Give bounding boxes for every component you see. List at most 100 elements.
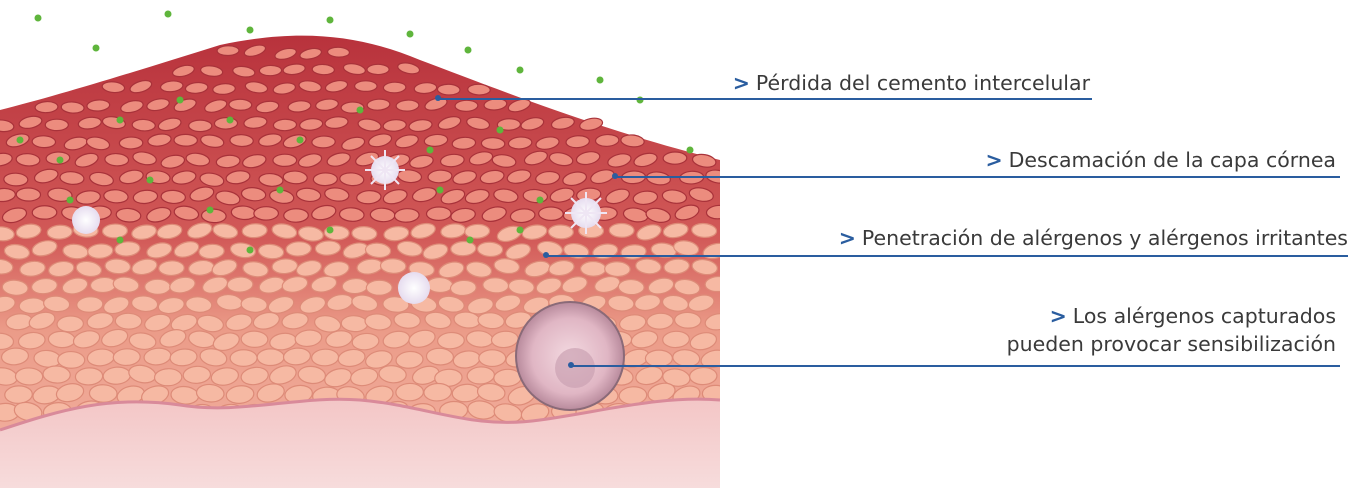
skin-cell bbox=[352, 226, 377, 241]
skin-cell bbox=[145, 279, 171, 294]
skin-cell bbox=[32, 206, 57, 220]
allergen-particle bbox=[407, 31, 414, 38]
skin-cell bbox=[380, 258, 406, 274]
dendritic-cell bbox=[565, 192, 607, 234]
allergen-particle bbox=[467, 237, 474, 244]
skin-cell bbox=[548, 225, 573, 240]
skin-cell bbox=[284, 209, 309, 223]
leader-line-desquamation bbox=[617, 176, 1340, 178]
skin-cell bbox=[159, 260, 185, 275]
skin-cell bbox=[58, 351, 85, 368]
callout-penetration-label: Penetración de alérgenos y alérgenos irr… bbox=[862, 226, 1348, 250]
skin-cell bbox=[311, 349, 339, 367]
skin-cell bbox=[481, 137, 505, 150]
skin-cell bbox=[257, 349, 284, 366]
skin-cell bbox=[312, 64, 335, 75]
allergen-particle bbox=[57, 157, 64, 164]
skin-cell bbox=[455, 100, 478, 112]
allergen-particle bbox=[597, 77, 604, 84]
skin-cell bbox=[217, 46, 239, 56]
skin-cell bbox=[16, 188, 40, 201]
allergen-particle bbox=[537, 197, 544, 204]
leader-dot-penetration bbox=[543, 252, 549, 258]
magnifier-circle bbox=[516, 302, 624, 410]
skin-cell bbox=[57, 315, 84, 332]
skin-cell bbox=[355, 81, 377, 92]
dendritic-cell bbox=[365, 150, 405, 190]
immune-cell bbox=[398, 272, 430, 304]
skin-cell bbox=[539, 207, 564, 221]
allergen-particle bbox=[277, 187, 284, 194]
callout-sensitization-label-1: Los alérgenos capturados bbox=[1073, 304, 1336, 328]
skin-cell bbox=[229, 99, 252, 111]
skin-cell bbox=[119, 137, 143, 149]
allergen-particle bbox=[177, 97, 184, 104]
skin-cell bbox=[273, 154, 297, 166]
bullet-marker: > bbox=[985, 148, 1002, 172]
allergen-particle bbox=[117, 117, 124, 124]
immune-cell bbox=[72, 206, 100, 234]
skin-cell bbox=[437, 84, 460, 95]
leader-dot-sensitization bbox=[568, 362, 574, 368]
skin-cell bbox=[273, 119, 297, 131]
allergen-particle bbox=[437, 187, 444, 194]
allergen-particle bbox=[117, 237, 124, 244]
skin-cell bbox=[609, 223, 634, 237]
bullet-marker: > bbox=[733, 71, 750, 95]
skin-cell bbox=[154, 368, 182, 386]
callout-sensitization-text: >Los alérgenos capturados pueden provoca… bbox=[880, 302, 1336, 358]
allergen-particle bbox=[427, 147, 434, 154]
skin-cell bbox=[604, 261, 630, 276]
skin-cell bbox=[468, 84, 491, 96]
skin-cell bbox=[327, 47, 349, 58]
allergen-particle bbox=[17, 137, 24, 144]
skin-cell bbox=[396, 383, 424, 401]
skin-cell bbox=[426, 207, 451, 221]
allergen-particle bbox=[465, 47, 472, 54]
skin-cell bbox=[367, 64, 389, 74]
skin-cell bbox=[45, 119, 68, 131]
allergen-particle bbox=[247, 247, 254, 254]
skin-cell bbox=[241, 331, 268, 348]
skin-cell bbox=[342, 278, 368, 294]
allergen-particle bbox=[327, 227, 334, 234]
skin-cell bbox=[689, 367, 717, 385]
leader-line-cement bbox=[440, 98, 1092, 100]
bullet-marker: > bbox=[839, 226, 856, 250]
callout-sensitization-line-1: >Los alérgenos capturados bbox=[880, 302, 1336, 330]
allergen-particle bbox=[93, 45, 100, 52]
allergen-particle bbox=[297, 137, 304, 144]
allergen-particle bbox=[517, 67, 524, 74]
skin-cell bbox=[113, 348, 141, 366]
skin-cell bbox=[89, 384, 117, 402]
allergen-particle bbox=[497, 127, 504, 134]
leader-line-penetration bbox=[548, 255, 1348, 257]
allergen-particle bbox=[207, 207, 214, 214]
allergen-particle bbox=[517, 227, 524, 234]
callout-desquamation-text: > Descamación de la capa córnea bbox=[880, 146, 1336, 174]
skin-cell bbox=[662, 331, 689, 348]
allergen-particle bbox=[227, 117, 234, 124]
dermis-layer bbox=[0, 399, 720, 488]
callout-cement-text: >Pérdida del cemento intercelular bbox=[650, 69, 1090, 97]
leader-dot-cement bbox=[435, 95, 441, 101]
callout-desquamation-label: Descamación de la capa córnea bbox=[1009, 148, 1336, 172]
leader-line-sensitization bbox=[573, 365, 1340, 367]
skin-cell bbox=[189, 120, 212, 132]
allergen-particle bbox=[35, 15, 42, 22]
skin-cell bbox=[464, 224, 489, 239]
allergen-particle bbox=[247, 27, 254, 34]
skin-cell bbox=[312, 136, 336, 149]
callout-penetration-text: >Penetración de alérgenos y alérgenos ir… bbox=[700, 224, 1348, 252]
skin-cell bbox=[4, 173, 28, 186]
skin-cell bbox=[230, 134, 254, 147]
allergen-particle bbox=[327, 17, 334, 24]
skin-cell bbox=[618, 279, 644, 295]
skin-cell bbox=[366, 280, 392, 295]
allergen-particle bbox=[147, 177, 154, 184]
leader-dot-desquamation bbox=[612, 173, 618, 179]
skin-cell bbox=[4, 385, 32, 403]
skin-cell bbox=[674, 312, 701, 329]
skin-cell bbox=[115, 313, 142, 329]
skin-cell bbox=[383, 82, 406, 93]
